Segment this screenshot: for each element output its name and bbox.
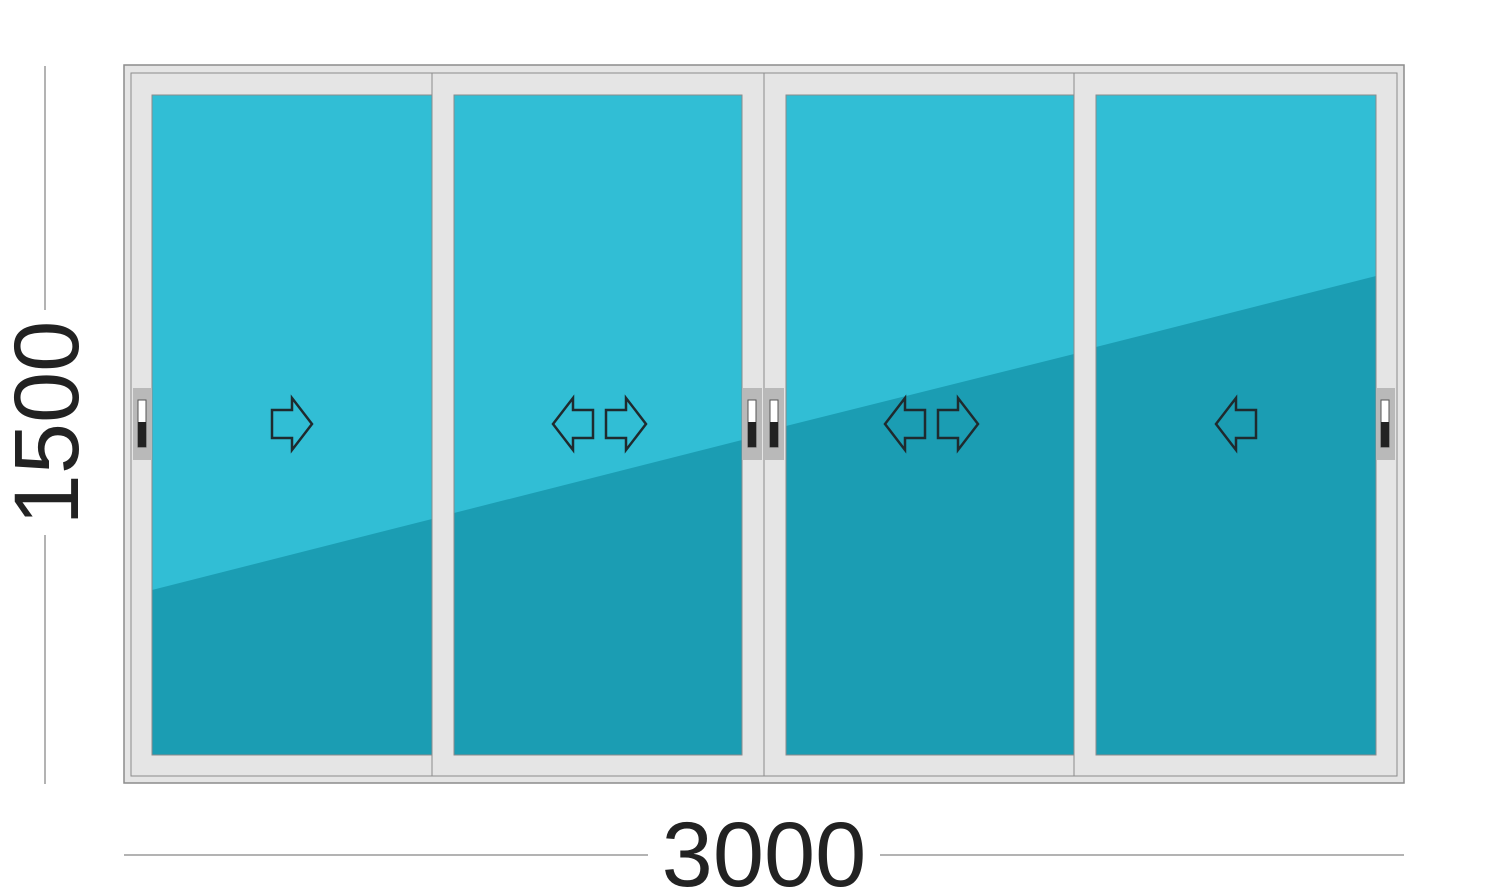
glass-border-2 — [453, 94, 743, 756]
glass-border-3 — [785, 94, 1075, 756]
handle-center-left — [743, 388, 762, 460]
handle-left — [133, 388, 152, 460]
right-arrow-icon — [936, 394, 980, 454]
handle-grip — [138, 422, 146, 447]
handle-right — [1376, 388, 1395, 460]
left-arrow-icon — [551, 394, 595, 454]
glass-pane-4 — [1096, 95, 1376, 755]
height-dimension: 1500 — [0, 66, 98, 784]
glass-shadow — [1096, 276, 1376, 755]
glass-shadow — [786, 354, 1074, 755]
glass-pane-3 — [786, 95, 1074, 755]
glass-shadow — [152, 519, 432, 755]
left-arrow-icon — [883, 394, 927, 454]
handle-grip — [748, 422, 756, 447]
height-dimension-label: 1500 — [0, 321, 98, 526]
handle-grip — [770, 422, 778, 447]
left-arrow-icon — [1214, 394, 1258, 454]
width-dimension: 3000 — [124, 804, 1404, 896]
width-dimension-label: 3000 — [662, 804, 867, 896]
glass-shadow — [454, 440, 742, 755]
glass-pane-2 — [454, 95, 742, 755]
right-arrow-icon — [270, 394, 314, 454]
right-arrow-icon — [604, 394, 648, 454]
glass-pane-1 — [152, 95, 432, 755]
handle-grip — [1381, 422, 1389, 447]
handle-center-right — [765, 388, 784, 460]
